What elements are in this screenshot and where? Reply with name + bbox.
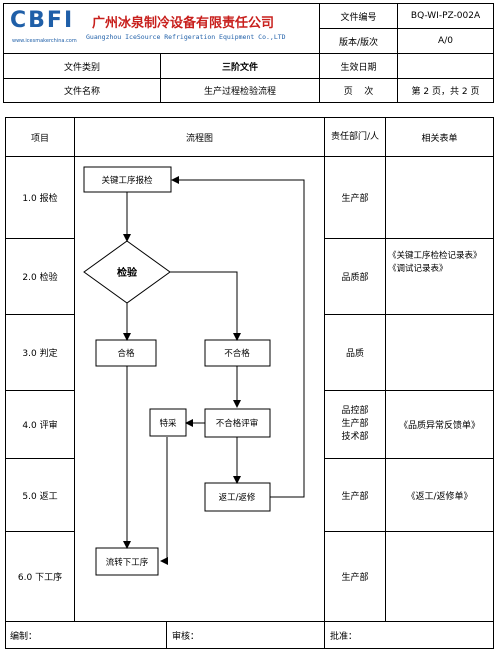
flow-node-inspect	[83, 240, 171, 304]
flow-label-pass: 合格	[117, 348, 135, 359]
company-name-en: Guangzhou IceSource Refrigeration Equipm…	[86, 33, 286, 41]
doc-no-value: BQ-WI-PZ-002A	[410, 11, 481, 21]
version-value: A/0	[438, 36, 453, 46]
name-value: 生产过程检验流程	[203, 87, 276, 97]
row-form: 《返工/返修单》	[406, 491, 473, 502]
row-dept: 品控部 生产部 技术部	[341, 406, 369, 442]
doc-no-label: 文件编号	[340, 12, 377, 23]
row-item: 4.0 评审	[22, 421, 58, 431]
flow-label-fail: 不合格	[224, 348, 250, 359]
company-name-cn: 广州冰泉制冷设备有限责任公司	[92, 16, 275, 31]
reviewed-by: 审核：	[172, 632, 200, 642]
name-label: 文件名称	[63, 87, 100, 97]
type-label: 文件类别	[63, 62, 100, 73]
col-header-dept: 责任部门/人	[330, 131, 380, 142]
row-item: 1.0 报检	[22, 194, 58, 204]
flow-label-inspect: 检验	[117, 266, 138, 279]
row-dept: 生产部	[341, 573, 369, 583]
page-value: 第 2 页，共 2 页	[411, 87, 480, 97]
logo-site: www.icesmakerchina.com	[12, 38, 77, 44]
flow-node-fail	[204, 339, 271, 367]
flow-label-rework: 返工/返修	[219, 492, 256, 503]
type-value: 三阶文件	[221, 62, 258, 73]
effective-label: 生效日期	[340, 62, 377, 73]
col-header-item: 项目	[30, 133, 49, 144]
flow-node-special	[149, 408, 187, 437]
page-label: 页 次	[343, 87, 374, 97]
row-item: 3.0 判定	[22, 349, 58, 359]
row-item: 2.0 检验	[22, 273, 58, 283]
col-header-flow: 流程图	[185, 133, 213, 144]
flow-label-special: 特采	[159, 418, 177, 429]
row-form: 《关键工序检检记录表》 《调试记录表》	[388, 251, 482, 274]
row-dept: 品质	[345, 349, 364, 359]
logo-text: CBFI	[10, 8, 75, 33]
flow-label-review: 不合格评审	[216, 418, 259, 429]
approved-by: 批准：	[330, 632, 358, 642]
flow-label-report: 关键工序报检	[101, 175, 153, 186]
row-dept: 生产部	[341, 491, 369, 502]
company-logo: CBFI www.icesmakerchina.com	[10, 6, 78, 46]
version-label: 版本/版次	[338, 37, 379, 48]
row-item: 5.0 返工	[22, 491, 58, 502]
row-dept: 生产部	[341, 194, 369, 204]
col-header-form: 相关表单	[421, 133, 458, 144]
prepared-by: 编制：	[10, 632, 38, 642]
row-form: 《品质异常反馈单》	[398, 421, 480, 431]
flow-node-review	[204, 408, 271, 438]
flow-node-pass	[95, 339, 157, 367]
row-dept: 品质部	[341, 273, 369, 283]
flow-node-report	[83, 166, 172, 193]
flow-node-next	[95, 547, 159, 576]
flow-label-next: 流转下工序	[106, 557, 149, 568]
flow-node-rework	[204, 482, 271, 512]
row-item: 6.0 下工序	[17, 573, 63, 583]
